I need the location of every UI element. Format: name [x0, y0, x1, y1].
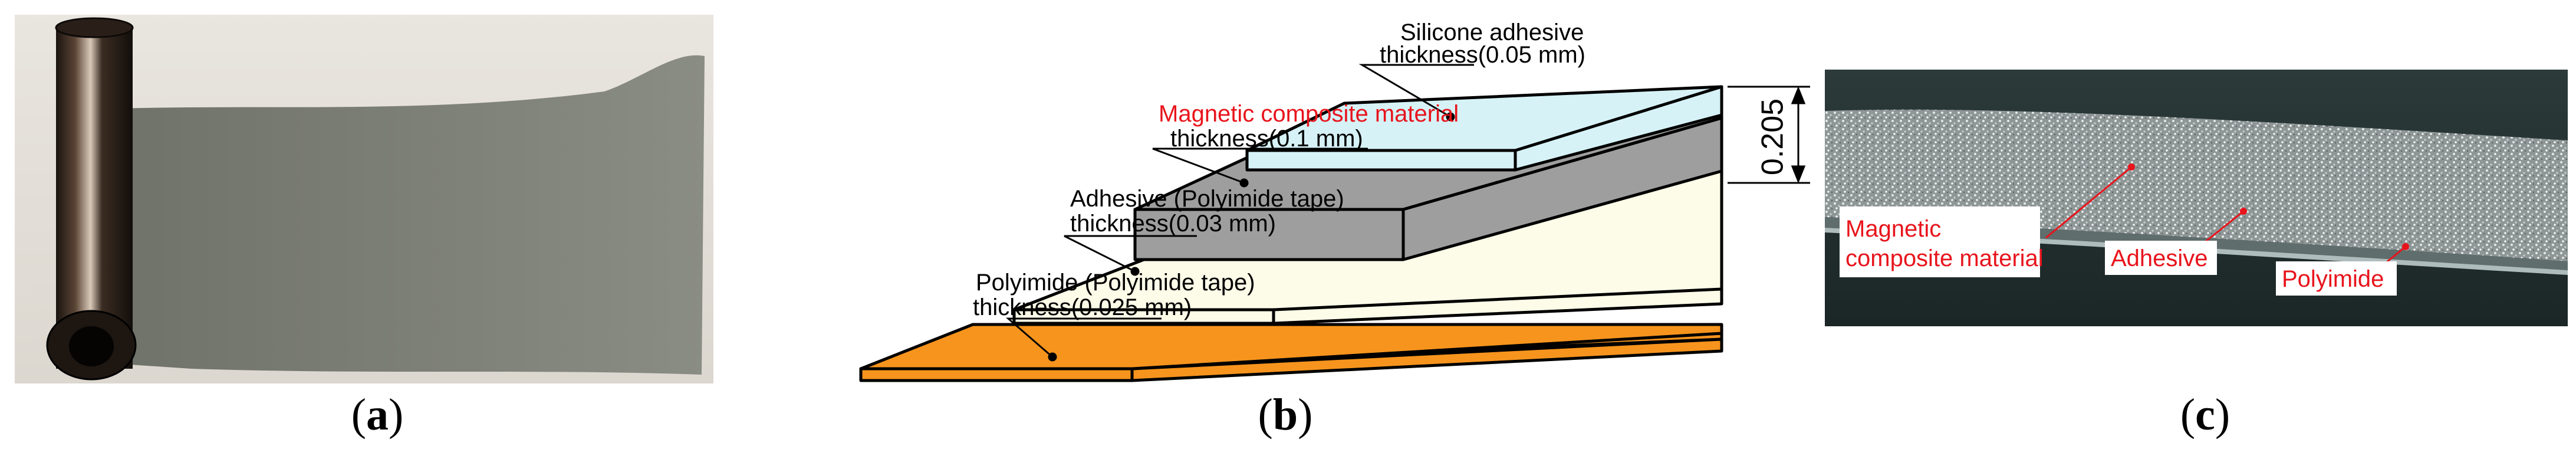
silicone-side	[1514, 85, 1723, 172]
adhesive-side	[1272, 287, 1723, 325]
label-polyimide-thickness: thickness(0.025 mm)	[973, 294, 1192, 320]
label-polyimide-c: Polyimide	[2282, 266, 2384, 292]
caption-b: (b)	[1258, 390, 1313, 440]
roll-body	[56, 27, 133, 369]
total-thickness-dimension	[1728, 86, 1810, 184]
label-adhesive-name: Adhesive (Polyimide tape)	[1070, 186, 1344, 212]
magnetic-side	[1401, 116, 1723, 261]
label-magnetic-c-line2: composite material	[1845, 245, 2044, 271]
layer-silicone	[1245, 85, 1723, 172]
label-silicone-thickness: thickness(0.05 mm)	[1380, 42, 1585, 68]
label-adhesive-thickness: thickness(0.03 mm)	[1070, 211, 1276, 237]
polyimide-front	[859, 367, 1134, 382]
leader-magnetic-c	[2045, 166, 2132, 239]
caption-a: (a)	[351, 390, 404, 440]
cross-section-micrograph: Magnetic composite material Adhesive Pol…	[1825, 70, 2568, 326]
layer-polyimide	[859, 323, 1723, 382]
leader-magnetic	[1152, 147, 1368, 184]
total-thickness-value: 0.205	[1756, 99, 1790, 175]
label-magnetic-c-line1: Magnetic	[1845, 216, 1941, 242]
label-polyimide-name: Polyimide (Polyimide tape)	[976, 270, 1255, 296]
silicone-front	[1245, 149, 1517, 172]
polyimide-top-face	[859, 323, 1723, 371]
label-adhesive-c: Adhesive	[2111, 245, 2208, 271]
label-silicone-name: Silicone adhesive	[1400, 19, 1584, 45]
caption-c: (c)	[2180, 390, 2230, 440]
roll-core-hole	[69, 326, 114, 366]
leader-polyimide	[1005, 317, 1162, 358]
label-magnetic-thickness: thickness(0.1 mm)	[1170, 126, 1363, 152]
polyimide-side	[1130, 337, 1723, 382]
photo-magnetic-sheet-roll	[15, 15, 713, 383]
layer-structure-diagram: Silicone adhesive thickness(0.05 mm) Mag…	[859, 19, 1810, 382]
leader-silicone	[1358, 64, 1474, 118]
roll-top-rim	[55, 17, 134, 38]
leader-adhesive	[1064, 235, 1197, 273]
sheet-surface	[103, 55, 705, 375]
label-magnetic-name: Magnetic composite material	[1159, 101, 1459, 127]
